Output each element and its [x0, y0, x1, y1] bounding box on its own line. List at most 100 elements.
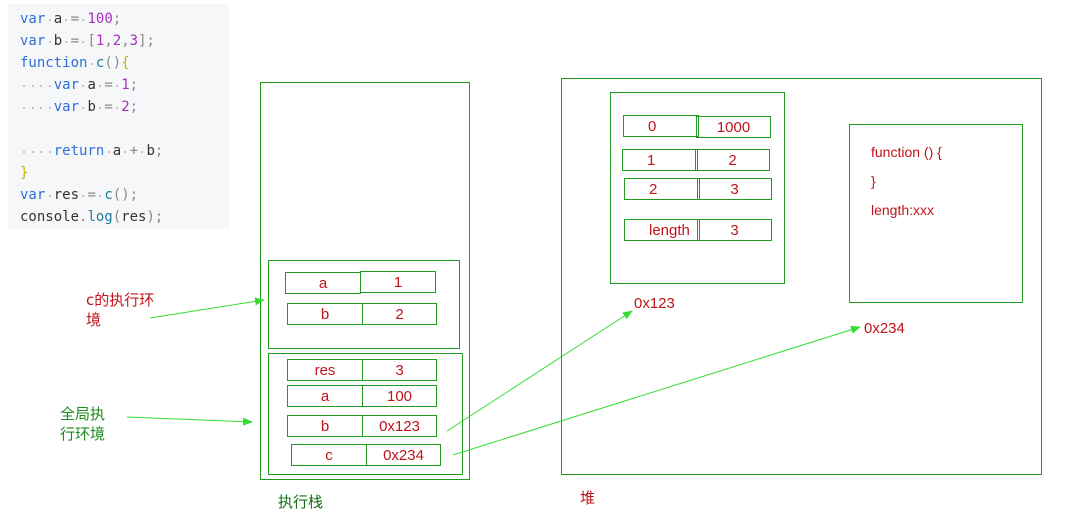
array-object-address: 0x123: [634, 295, 675, 312]
code-token: return: [53, 143, 105, 159]
code-token: ): [146, 209, 155, 225]
code-token: c: [95, 55, 105, 71]
execution-stack: [260, 82, 470, 480]
code-line: function c(){: [20, 52, 130, 74]
code-token: log: [87, 209, 113, 225]
code-line: }: [20, 162, 28, 184]
code-token: ;: [129, 187, 139, 203]
code-token: 100: [87, 11, 113, 27]
whitespace-dot: [65, 19, 68, 21]
code-line: var b = [1,2,3];: [20, 30, 155, 52]
code-token: (: [112, 187, 122, 203]
code-token: c: [104, 187, 113, 203]
heap-title: 堆: [580, 489, 596, 507]
whitespace-dot: [65, 41, 68, 43]
code-token: ;: [112, 11, 122, 27]
code-token: console: [20, 209, 80, 225]
code-token: 1: [95, 33, 105, 49]
whitespace-dot: [48, 195, 51, 197]
code-line: return a + b;: [20, 140, 164, 162]
function-object-address: 0x234: [864, 320, 905, 337]
whitespace-dot: [107, 151, 110, 153]
code-token: ,: [121, 33, 130, 49]
code-token: b: [53, 33, 63, 49]
c-context-label: c的执行环 境: [86, 291, 155, 329]
code-token: =: [87, 187, 96, 203]
whitespace-dot: [48, 107, 51, 109]
heap: [561, 78, 1042, 475]
code-line: console.log(res);: [20, 206, 163, 228]
whitespace-dot: [99, 107, 102, 109]
array-value-0: 1000: [696, 116, 771, 138]
code-token: var: [20, 11, 46, 27]
whitespace-dot: [40, 85, 43, 87]
code-line: var b = 2;: [20, 96, 138, 118]
whitespace-dot: [40, 107, 43, 109]
code-token: =: [104, 99, 113, 115]
code-snippet: var a = 100;var b = [1,2,3];function c()…: [8, 4, 229, 229]
global-row-c-value: 0x234: [366, 444, 441, 466]
code-token: a: [53, 11, 63, 27]
code-token: b: [87, 99, 96, 115]
array-key-length: length: [624, 219, 700, 241]
global-row-a-value: 100: [362, 385, 437, 407]
whitespace-dot: [48, 41, 51, 43]
whitespace-dot: [90, 63, 93, 65]
arrow-global-context: [126, 416, 253, 426]
whitespace-dot: [31, 85, 34, 87]
function-object: function () { } length:xxx: [849, 124, 1023, 303]
whitespace-dot: [23, 151, 26, 153]
whitespace-dot: [48, 85, 51, 87]
function-line-1: function () {: [871, 144, 942, 160]
code-token: a: [112, 143, 122, 159]
code-token: .: [79, 209, 88, 225]
global-context-label: 全局执 行环境: [60, 405, 106, 443]
code-token: =: [104, 77, 113, 93]
array-object: 0 1000 1 2 2 3 length 3: [610, 92, 785, 284]
code-token: ): [121, 187, 130, 203]
code-token: ;: [146, 33, 155, 49]
code-token: ): [112, 55, 122, 71]
whitespace-dot: [31, 107, 34, 109]
whitespace-dot: [40, 151, 43, 153]
c-context-row-a-value: 1: [360, 271, 436, 293]
code-token: (: [112, 209, 122, 225]
c-context-row-b-value: 2: [362, 303, 437, 325]
code-token: ;: [154, 143, 164, 159]
c-execution-context: a 1 b 2: [268, 260, 460, 349]
function-line-3: length:xxx: [871, 202, 935, 218]
array-key-2: 2: [624, 178, 700, 200]
arrow-c-context: [149, 297, 265, 319]
code-token: res: [53, 187, 80, 203]
whitespace-dot: [31, 151, 34, 153]
whitespace-dot: [82, 85, 85, 87]
code-token: 2: [112, 33, 122, 49]
whitespace-dot: [141, 151, 144, 153]
whitespace-dot: [23, 85, 26, 87]
code-token: (: [104, 55, 113, 71]
arrow-b-to-0x123: [446, 310, 633, 432]
code-token: +: [129, 143, 139, 159]
whitespace-dot: [82, 107, 85, 109]
code-token: [: [87, 33, 96, 49]
whitespace-dot: [48, 19, 51, 21]
code-token: res: [121, 209, 147, 225]
whitespace-dot: [99, 195, 102, 197]
whitespace-dot: [115, 85, 118, 87]
code-line: var a = 1;: [20, 74, 138, 96]
whitespace-dot: [124, 151, 127, 153]
code-token: 3: [129, 33, 139, 49]
code-token: {: [121, 55, 130, 71]
array-value-1: 2: [695, 149, 770, 171]
whitespace-dot: [82, 41, 85, 43]
code-token: b: [146, 143, 155, 159]
whitespace-dot: [115, 107, 118, 109]
code-token: ]: [138, 33, 147, 49]
code-token: function: [20, 55, 88, 71]
execution-stack-title: 执行栈: [278, 493, 324, 511]
array-key-0: 0: [623, 115, 699, 137]
function-line-2: }: [871, 173, 876, 189]
code-line: var res = c();: [20, 184, 138, 206]
code-token: =: [70, 33, 80, 49]
